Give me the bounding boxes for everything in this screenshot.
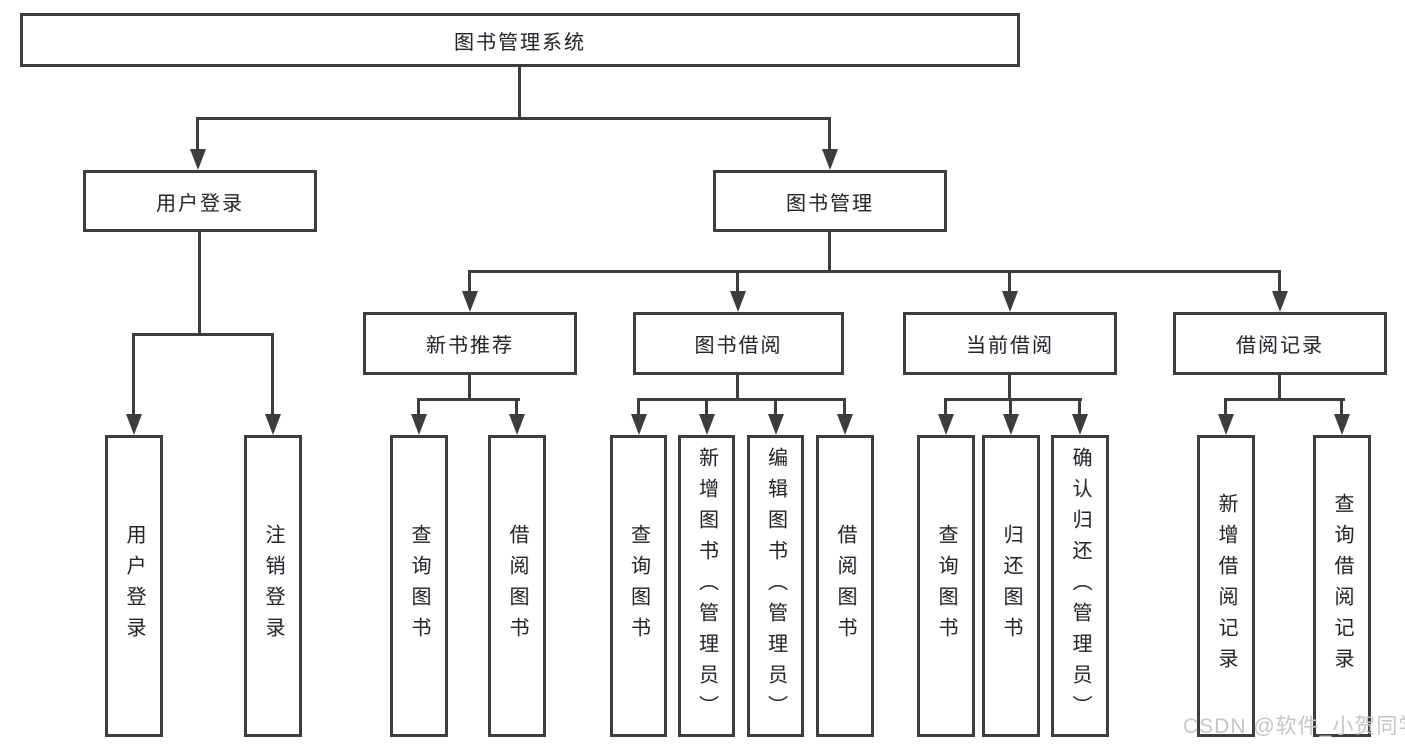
leaf-add-borrow-record-label: 新增借阅记录 bbox=[1215, 493, 1237, 679]
arrowhead bbox=[126, 414, 142, 435]
arrowhead bbox=[699, 414, 715, 435]
leaf-query-books-borrow-label: 查询图书 bbox=[627, 524, 650, 648]
leaf-add-book-admin: 新增图书（管理员） bbox=[678, 435, 735, 737]
arrowhead bbox=[1272, 291, 1288, 312]
connector bbox=[828, 117, 831, 150]
connector bbox=[417, 398, 420, 416]
leaf-borrow-books-recommend: 借阅图书 bbox=[488, 435, 546, 737]
connector bbox=[518, 67, 521, 118]
arrowhead bbox=[730, 291, 746, 312]
connector bbox=[843, 398, 846, 416]
node-user-login-label: 用户登录 bbox=[156, 192, 244, 215]
arrowhead bbox=[1002, 291, 1018, 312]
node-new-book-recommend-label: 新书推荐 bbox=[426, 335, 514, 357]
connector bbox=[1278, 270, 1281, 292]
leaf-query-books-borrow: 查询图书 bbox=[610, 435, 667, 737]
node-book-borrowing-label: 图书借阅 bbox=[694, 335, 783, 357]
connector bbox=[132, 333, 274, 336]
connector bbox=[736, 374, 739, 400]
leaf-borrow-books-recommend-label: 借阅图书 bbox=[506, 524, 528, 648]
node-library-system: 图书管理系统 bbox=[20, 13, 1020, 67]
arrowhead bbox=[1072, 414, 1088, 435]
arrowhead bbox=[265, 414, 281, 435]
arrowhead bbox=[837, 414, 853, 435]
connector bbox=[1340, 398, 1343, 416]
node-library-system-label: 图书管理系统 bbox=[454, 31, 586, 54]
arrowhead bbox=[822, 149, 838, 170]
connector bbox=[1224, 398, 1227, 416]
leaf-borrow-books-borrow: 借阅图书 bbox=[816, 435, 874, 737]
leaf-logout-label: 注销登录 bbox=[262, 524, 284, 648]
leaf-edit-book-admin: 编辑图书（管理员） bbox=[747, 435, 804, 737]
connector bbox=[196, 117, 831, 120]
connector bbox=[468, 270, 471, 292]
node-book-borrowing: 图书借阅 bbox=[633, 312, 844, 375]
node-user-login: 用户登录 bbox=[83, 170, 317, 232]
node-borrowing-records: 借阅记录 bbox=[1173, 312, 1387, 375]
connector bbox=[515, 398, 518, 416]
leaf-user-login: 用户登录 bbox=[105, 435, 163, 737]
arrowhead bbox=[411, 414, 427, 435]
arrowhead bbox=[1003, 414, 1019, 435]
connector bbox=[196, 117, 199, 150]
connector bbox=[468, 374, 471, 400]
leaf-query-books-current-label: 查询图书 bbox=[935, 524, 957, 648]
arrowhead bbox=[1334, 414, 1350, 435]
connector bbox=[637, 398, 846, 401]
leaf-user-login-label: 用户登录 bbox=[123, 524, 145, 648]
connector bbox=[1078, 398, 1081, 416]
connector bbox=[944, 398, 947, 416]
watermark: CSDN @软件_小贺同学 bbox=[1183, 715, 1405, 738]
leaf-confirm-return-admin: 确认归还（管理员） bbox=[1051, 435, 1109, 737]
connector bbox=[736, 270, 739, 292]
connector bbox=[1278, 374, 1281, 400]
connector bbox=[1008, 270, 1011, 292]
connector bbox=[774, 398, 777, 416]
connector bbox=[271, 333, 274, 415]
connector bbox=[637, 398, 640, 416]
arrowhead bbox=[938, 414, 954, 435]
leaf-add-borrow-record: 新增借阅记录 bbox=[1197, 435, 1255, 737]
node-current-borrowing: 当前借阅 bbox=[903, 312, 1117, 375]
connector bbox=[417, 398, 520, 401]
arrowhead bbox=[190, 149, 206, 170]
connector bbox=[1009, 398, 1012, 416]
connector bbox=[705, 398, 708, 416]
connector bbox=[468, 270, 1281, 273]
connector bbox=[1008, 374, 1011, 400]
arrowhead bbox=[768, 414, 784, 435]
leaf-logout: 注销登录 bbox=[244, 435, 302, 737]
leaf-query-borrow-record: 查询借阅记录 bbox=[1313, 435, 1371, 737]
arrowhead bbox=[631, 414, 647, 435]
connector bbox=[132, 333, 135, 415]
leaf-query-books-current: 查询图书 bbox=[917, 435, 975, 737]
node-new-book-recommend: 新书推荐 bbox=[363, 312, 577, 375]
leaf-query-books-recommend-label: 查询图书 bbox=[408, 524, 430, 648]
leaf-return-books-label: 归还图书 bbox=[1000, 524, 1022, 648]
leaf-borrow-books-borrow-label: 借阅图书 bbox=[834, 524, 856, 648]
leaf-query-borrow-record-label: 查询借阅记录 bbox=[1331, 493, 1353, 679]
leaf-query-books-recommend: 查询图书 bbox=[390, 435, 448, 737]
node-borrowing-records-label: 借阅记录 bbox=[1236, 335, 1324, 357]
leaf-edit-book-admin-label: 编辑图书（管理员） bbox=[764, 446, 787, 726]
leaf-confirm-return-admin-label: 确认归还（管理员） bbox=[1069, 446, 1091, 726]
arrowhead bbox=[509, 414, 525, 435]
connector bbox=[1224, 398, 1345, 401]
arrowhead bbox=[1218, 414, 1234, 435]
node-book-management-label: 图书管理 bbox=[786, 192, 874, 215]
leaf-return-books: 归还图书 bbox=[982, 435, 1040, 737]
node-book-management: 图书管理 bbox=[713, 170, 947, 232]
connector bbox=[198, 232, 201, 335]
connector bbox=[828, 232, 831, 273]
connector bbox=[944, 398, 1082, 401]
leaf-add-book-admin-label: 新增图书（管理员） bbox=[695, 446, 718, 726]
arrowhead bbox=[462, 291, 478, 312]
node-current-borrowing-label: 当前借阅 bbox=[966, 335, 1054, 357]
